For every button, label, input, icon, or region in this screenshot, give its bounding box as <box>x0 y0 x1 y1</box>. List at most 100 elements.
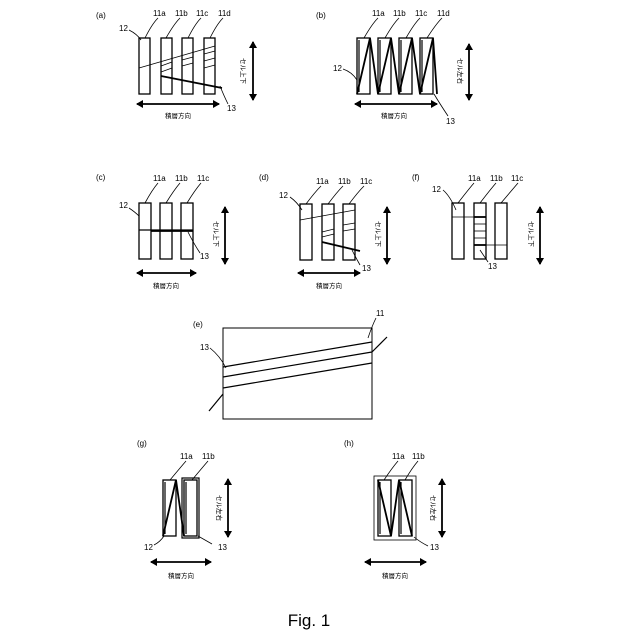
ref-12: 12 <box>432 185 441 194</box>
ref-11c: 11c <box>196 9 208 18</box>
cell-11b <box>322 204 334 260</box>
panel-label-e: (e) <box>193 320 203 329</box>
ref-11b: 11b <box>202 452 215 461</box>
ref-13: 13 <box>446 117 455 126</box>
ref-13: 13 <box>200 343 209 352</box>
ref-12: 12 <box>119 201 128 210</box>
ref-13: 13 <box>227 104 236 113</box>
cell-11a <box>139 203 151 259</box>
ref-11d: 11d <box>218 9 231 18</box>
cell-left-right-label: セル左右 <box>456 58 465 85</box>
cell-up-down-label: セル上下 <box>527 221 536 248</box>
leader-11c <box>187 183 201 203</box>
leader-11b <box>385 18 399 38</box>
ref-11c: 11c <box>415 9 427 18</box>
ref-11b: 11b <box>338 177 351 186</box>
leader-11b <box>192 461 208 480</box>
ref-11b: 11b <box>175 9 188 18</box>
panel-label-a: (a) <box>96 11 106 20</box>
tab-extension <box>372 337 387 352</box>
ref-11: 11 <box>376 309 385 318</box>
cell-11b <box>161 38 172 94</box>
leader-11b <box>480 183 496 203</box>
panel-e: (e) 11 13 <box>193 309 387 419</box>
cell-11c <box>182 38 193 94</box>
panel-label-d: (d) <box>259 173 269 182</box>
cell-11a <box>300 204 312 260</box>
leader-11a <box>145 18 158 38</box>
panel-a: (a) 11a 11b 11c 11d 12 13 積層方向 セル上下 <box>96 9 253 120</box>
ref-11a: 11a <box>316 177 329 186</box>
leader-11a <box>306 186 321 204</box>
ref-13: 13 <box>218 543 227 552</box>
panel-label-c: (c) <box>96 173 106 182</box>
ref-13: 13 <box>362 264 371 273</box>
tab-extension <box>209 394 223 411</box>
cell-left-right-label: セル左右 <box>429 495 438 522</box>
ref-11a: 11a <box>372 9 385 18</box>
cell-up-down-label: セル上下 <box>212 221 221 248</box>
stacking-direction-label: 積層方向 <box>316 281 342 290</box>
leader-11a <box>145 183 158 203</box>
leader-11d <box>427 18 442 38</box>
ref-12: 12 <box>279 191 288 200</box>
panel-label-f: (f) <box>412 173 420 182</box>
ref-11b: 11b <box>175 174 188 183</box>
ref-11c: 11c <box>360 177 372 186</box>
stacking-direction-label: 積層方向 <box>165 111 191 120</box>
leader-13 <box>434 94 448 116</box>
ref-11c: 11c <box>511 174 523 183</box>
cell-left-right-label: セル左右 <box>215 495 224 522</box>
ref-11d: 11d <box>437 9 450 18</box>
ref-11c: 11c <box>197 174 209 183</box>
stacking-direction-label: 積層方向 <box>382 571 408 580</box>
cell-up-down-label: セル上下 <box>239 58 248 85</box>
panel-label-h: (h) <box>344 439 354 448</box>
stacking-direction-label: 積層方向 <box>381 111 407 120</box>
ref-13: 13 <box>488 262 497 271</box>
cell-11c <box>495 203 507 259</box>
leader-11a <box>384 461 398 480</box>
panel-label-b: (b) <box>316 11 326 20</box>
ref-12: 12 <box>144 543 153 552</box>
panel-f: (f) 11a 11b 11c 12 13 セル上下 <box>412 173 540 271</box>
leader-11c <box>501 183 518 203</box>
panel-label-g: (g) <box>137 439 147 448</box>
leader-12 <box>343 69 357 80</box>
ref-13: 13 <box>200 252 209 261</box>
ref-12: 12 <box>119 24 128 33</box>
leader-13 <box>198 536 212 544</box>
panel-d: (d) 11a 11b 11c 12 13 積層方向 セル上下 <box>259 173 387 290</box>
panel-g: (g) 11a 11b 12 13 積層方向 セル左右 <box>137 439 228 580</box>
leader-12 <box>129 208 139 216</box>
ref-11a: 11a <box>392 452 405 461</box>
ref-11a: 11a <box>468 174 481 183</box>
leader-11d <box>210 18 223 38</box>
leader-11c <box>406 18 420 38</box>
leader-11b <box>166 18 180 38</box>
cell-11a <box>452 203 464 259</box>
cell-up-down-label: セル上下 <box>374 221 383 248</box>
ref-11b: 11b <box>490 174 503 183</box>
ref-12: 12 <box>333 64 342 73</box>
leader-11b <box>166 183 180 203</box>
ref-11b: 11b <box>393 9 406 18</box>
ref-11a: 11a <box>153 174 166 183</box>
ref-11a: 11a <box>153 9 166 18</box>
leader-13 <box>414 537 428 546</box>
leader-11b <box>328 186 343 204</box>
stacking-direction-label: 積層方向 <box>168 571 194 580</box>
panel-h: (h) 11a 11b 13 積層方向 セル左右 <box>344 439 442 580</box>
ref-13: 13 <box>430 543 439 552</box>
stacking-direction-label: 積層方向 <box>153 281 179 290</box>
panel-b: (b) 11a 11b 11c 11d 12 13 積層方向 セル左右 <box>316 9 469 126</box>
leader-11a <box>364 18 378 38</box>
leader-11c <box>349 186 364 204</box>
panel-c: (c) 11a 11b 11c 12 13 積層方向 セル上下 <box>96 173 225 290</box>
leader-11a <box>458 183 474 203</box>
figure-caption: Fig. 1 <box>288 611 331 630</box>
leader-11a <box>170 461 186 480</box>
ref-11a: 11a <box>180 452 193 461</box>
ref-11b: 11b <box>412 452 425 461</box>
